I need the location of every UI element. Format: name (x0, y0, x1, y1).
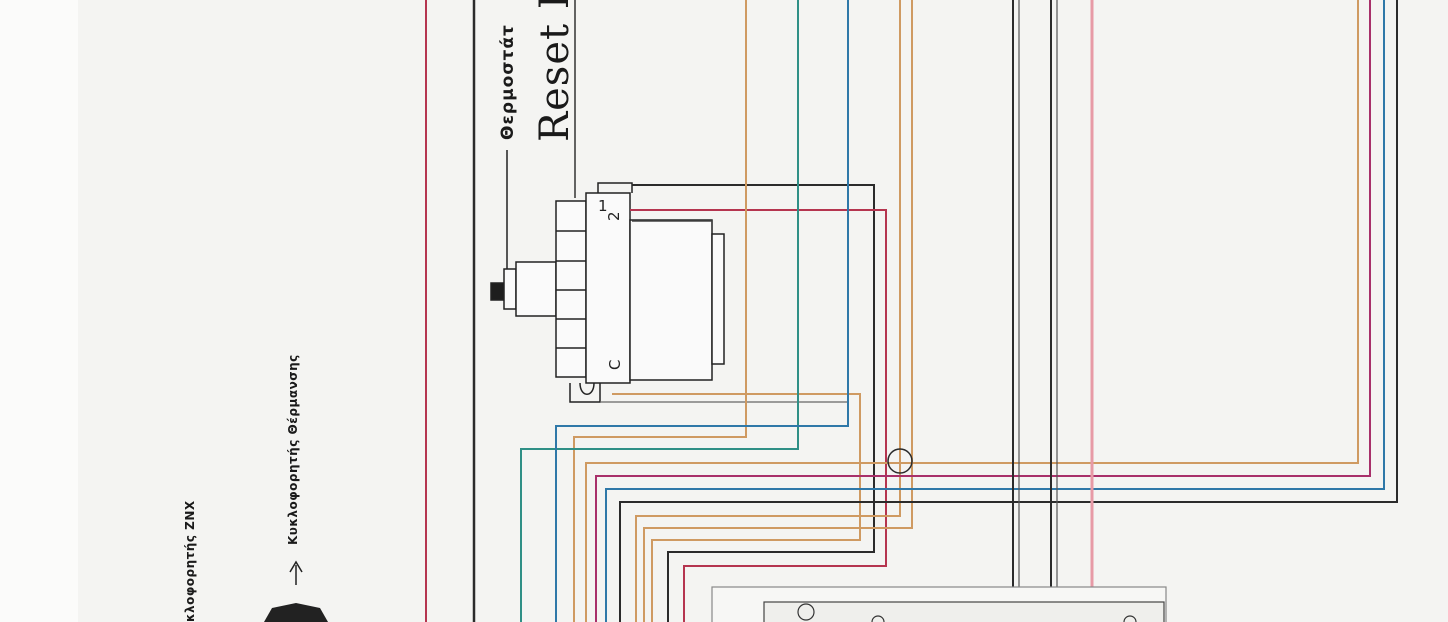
wire-red-thermostat-top (630, 209, 887, 622)
thermostat-terminal-block (555, 200, 587, 378)
bottom-terminal-block (711, 586, 1167, 622)
wire-orange-vertical-2 (635, 0, 901, 622)
wire-teal-vertical (520, 0, 799, 622)
wire-black-right (619, 0, 1398, 622)
reset-button-label: Reset B (532, 0, 578, 142)
wire-orange-vertical-1 (573, 0, 747, 622)
wire-crossing-loop (887, 448, 913, 474)
wire-orange-vertical-3 (643, 0, 913, 622)
thermostat-capillary (711, 233, 725, 365)
pump-arrow-icon (264, 560, 328, 622)
terminal-lug-bottom (569, 383, 601, 403)
terminal-label-c: C (606, 360, 624, 370)
thermostat-shaft (503, 268, 517, 310)
wire-magenta-right (595, 0, 1371, 622)
wire-blue-vertical (555, 0, 849, 622)
scan-shadow (0, 0, 78, 622)
terminal-label-2: 2 (605, 211, 623, 221)
terminal-label-1: 1 (598, 197, 608, 215)
thermostat-bulb (629, 219, 713, 381)
terminal-lug-top (597, 182, 633, 193)
heating-pump-label: Κυκλοφορητής Θέρμανσης (286, 354, 300, 545)
thermostat-device (490, 182, 725, 403)
thermostat-knob (490, 282, 505, 301)
thermostat-label: Θερμοστάτ (498, 24, 518, 140)
wire-orange-thermostat-bottom (612, 393, 861, 622)
thermostat-collar (515, 261, 557, 317)
wire-blue-right (605, 0, 1385, 622)
dhw-pump-label: κλοφορητής ΖΝΧ (183, 500, 197, 622)
wire-orange-right (585, 0, 1359, 622)
wire-black-thermostat-top (632, 184, 875, 622)
